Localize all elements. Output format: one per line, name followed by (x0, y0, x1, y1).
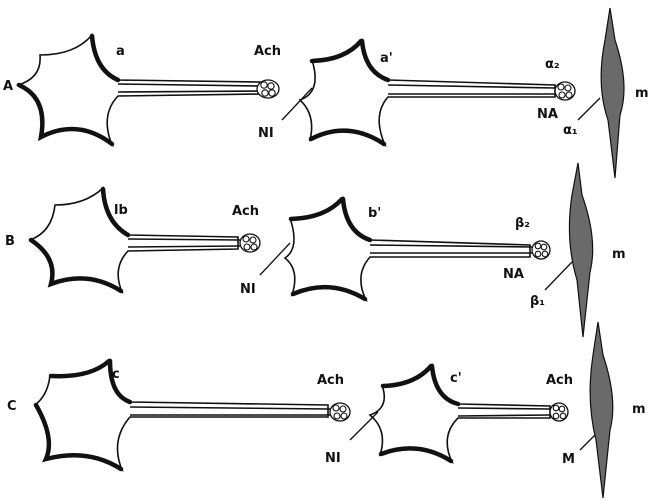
row-a-effector-label: m (635, 86, 649, 101)
row-c-muscle-fiber (589, 321, 614, 499)
row-b-post-axon (369, 244, 533, 254)
row-b-pre-terminal (239, 233, 261, 253)
row-a-ganglion-receptor-label: NI (258, 126, 274, 141)
row-c-pre-axon (129, 406, 331, 416)
row-c-post-neuron-label: c' (450, 371, 462, 386)
row-c-post-terminal (549, 402, 569, 422)
row-b-label: B (5, 234, 15, 249)
row-c: C c Ach (7, 321, 646, 499)
row-a-pre-terminal (256, 79, 280, 99)
row-c-ganglion-receptor-label: NI (325, 451, 341, 466)
row-c-post-soma-edge (378, 363, 461, 464)
row-a-pre-transmitter-label: Ach (254, 44, 281, 59)
row-a-ganglion-pointer (281, 87, 313, 121)
row-c-ganglion-pointer (349, 411, 379, 441)
row-c-label: C (7, 399, 17, 414)
row-a-receptor-bottom-label: α₁ (563, 123, 578, 138)
row-b-receptor-pointer (544, 261, 573, 291)
row-b-pre-neuron: lb Ach (28, 186, 261, 295)
row-c-pre-transmitter-label: Ach (317, 373, 344, 388)
row-b: B lb Ach (5, 162, 626, 338)
row-a-pre-axon (117, 83, 259, 93)
row-b-muscle-fiber (568, 162, 594, 338)
row-b-effector-label: m (612, 247, 626, 262)
row-b-pre-neuron-label: lb (114, 203, 128, 218)
row-c-post-transmitter-label: Ach (546, 373, 573, 388)
row-b-pre-transmitter-label: Ach (232, 204, 259, 219)
row-b-post-neuron-label: b' (368, 206, 381, 221)
row-b-post-transmitter-label: NA (503, 267, 524, 282)
row-a-receptor-top-label: α₂ (545, 57, 560, 72)
row-a-post-neuron-label: a' (380, 51, 393, 66)
row-a-pre-soma-edge (16, 33, 121, 147)
row-b-pre-axon (127, 238, 241, 248)
row-c-post-neuron: c' Ach (368, 363, 573, 465)
row-a-post-transmitter-label: NA (537, 107, 558, 122)
row-b-post-neuron: b' (283, 196, 551, 303)
row-a-post-axon (387, 84, 556, 95)
row-b-ganglion-pointer (259, 242, 291, 276)
row-a-muscle-fiber (600, 7, 625, 179)
row-b-post-soma-edge (288, 196, 373, 302)
row-c-effector-label: m (632, 402, 646, 417)
row-b-receptor-top-label: β₂ (515, 216, 530, 231)
row-c-pre-soma-edge (33, 358, 133, 472)
row-c-pre-neuron: c Ach (33, 358, 351, 473)
row-a-pre-neuron: a Ach (15, 33, 281, 148)
row-a-receptor-pointer (577, 97, 601, 121)
row-c-post-axon (457, 407, 551, 417)
row-a-pre-neuron-label: a (116, 44, 125, 59)
row-c-pre-neuron-label: c (112, 367, 120, 382)
row-a-post-terminal (554, 81, 576, 101)
row-b-receptor-bottom-label: β₁ (530, 294, 545, 309)
row-c-pre-terminal (329, 402, 351, 422)
row-b-post-terminal (531, 240, 551, 260)
row-c-receptor-bottom-label: M (562, 452, 575, 467)
row-a-post-soma-edge (308, 38, 391, 147)
row-a: A a Ach (3, 7, 649, 179)
row-b-pre-soma-edge (28, 186, 131, 294)
row-a-post-neuron: a' (298, 38, 576, 148)
row-b-ganglion-receptor-label: NI (240, 282, 256, 297)
row-a-label: A (3, 79, 13, 94)
row-a-pre-soma (15, 33, 261, 148)
